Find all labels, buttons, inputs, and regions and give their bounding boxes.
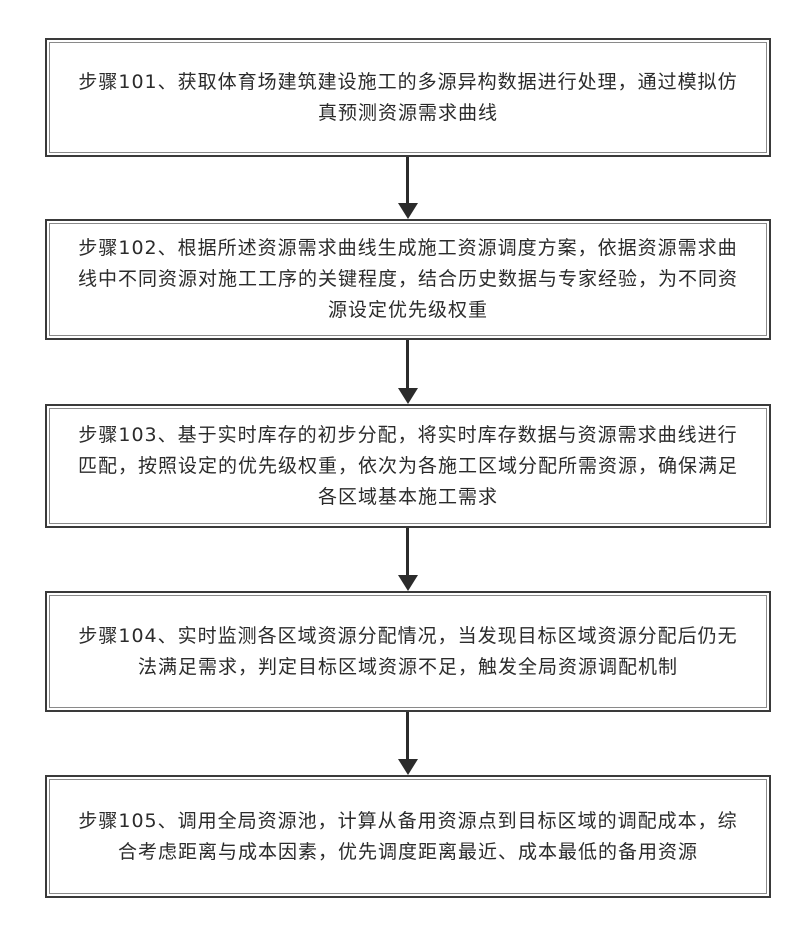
- arrow-102-to-103: [396, 340, 420, 404]
- arrow-101-to-102: [396, 157, 420, 219]
- arrow-shaft: [406, 157, 409, 205]
- step-104-box: 步骤104、实时监测各区域资源分配情况，当发现目标区域资源分配后仍无法满足需求，…: [45, 591, 771, 712]
- arrow-head: [398, 203, 418, 219]
- arrow-shaft: [406, 528, 409, 577]
- step-102-box: 步骤102、根据所述资源需求曲线生成施工资源调度方案，依据资源需求曲线中不同资源…: [45, 219, 771, 340]
- step-103-box: 步骤103、基于实时库存的初步分配，将实时库存数据与资源需求曲线进行匹配，按照设…: [45, 404, 771, 528]
- step-102-text: 步骤102、根据所述资源需求曲线生成施工资源调度方案，依据资源需求曲线中不同资源…: [47, 233, 769, 326]
- arrow-104-to-105: [396, 712, 420, 775]
- step-105-text: 步骤105、调用全局资源池，计算从备用资源点到目标区域的调配成本，综合考虑距离与…: [47, 806, 769, 868]
- step-105-box: 步骤105、调用全局资源池，计算从备用资源点到目标区域的调配成本，综合考虑距离与…: [45, 775, 771, 898]
- step-104-text: 步骤104、实时监测各区域资源分配情况，当发现目标区域资源分配后仍无法满足需求，…: [47, 621, 769, 683]
- arrow-103-to-104: [396, 528, 420, 591]
- step-101-text: 步骤101、获取体育场建筑建设施工的多源异构数据进行处理，通过模拟仿真预测资源需…: [47, 67, 769, 129]
- step-101-box: 步骤101、获取体育场建筑建设施工的多源异构数据进行处理，通过模拟仿真预测资源需…: [45, 38, 771, 157]
- arrow-head: [398, 388, 418, 404]
- arrow-shaft: [406, 340, 409, 390]
- arrow-shaft: [406, 712, 409, 761]
- step-103-text: 步骤103、基于实时库存的初步分配，将实时库存数据与资源需求曲线进行匹配，按照设…: [47, 420, 769, 513]
- arrow-head: [398, 759, 418, 775]
- arrow-head: [398, 575, 418, 591]
